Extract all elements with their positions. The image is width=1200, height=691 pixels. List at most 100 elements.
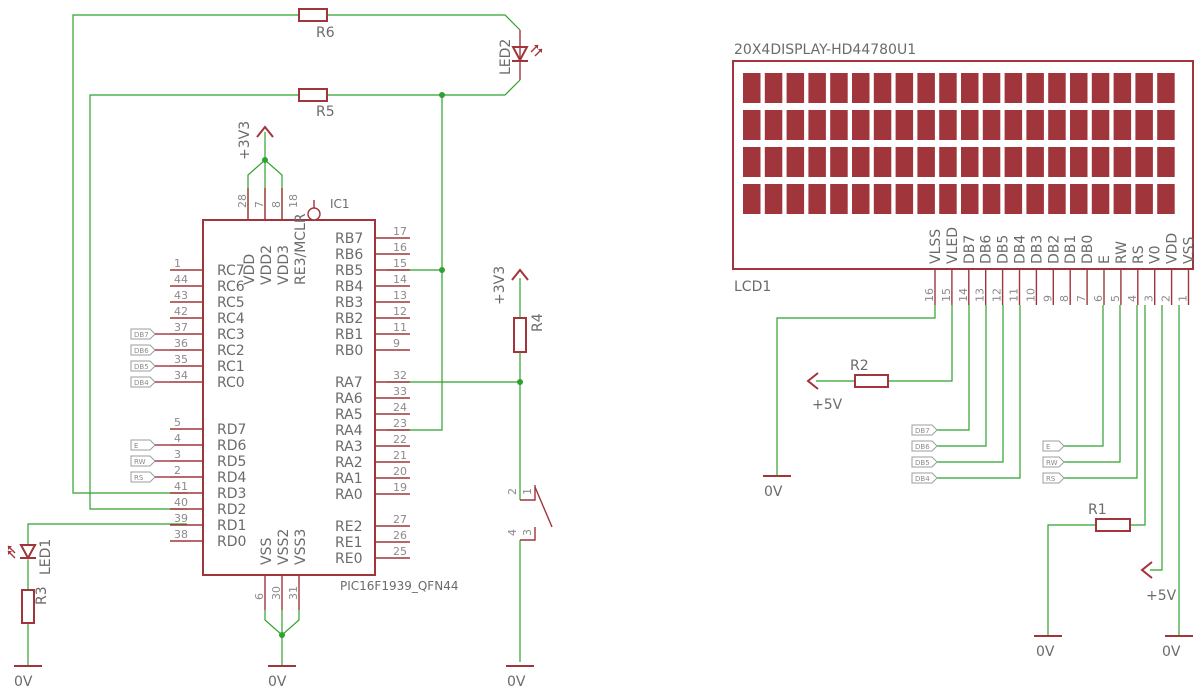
net-label-text: RW — [134, 458, 146, 466]
lcd-wires — [776, 305, 1180, 636]
pin-label: RD4 — [217, 470, 247, 486]
resistor-r1[interactable]: R1 — [1088, 502, 1131, 532]
lcd-cell — [961, 73, 979, 103]
lcd-cell — [1070, 110, 1088, 140]
resistor-r2[interactable]: R2 — [850, 358, 889, 388]
lcd-cell — [1048, 147, 1066, 177]
pin-label: RA2 — [335, 455, 363, 471]
pin-number: 13 — [974, 288, 987, 302]
pin-label: RB3 — [335, 295, 363, 311]
pin-label: RA6 — [335, 391, 363, 407]
lcd-cell — [1135, 147, 1153, 177]
resistor-r5[interactable]: R5 — [298, 88, 335, 120]
pin-label: RD1 — [217, 518, 246, 534]
resistor-r4[interactable]: +3V3 R4 — [492, 266, 546, 353]
pin-number: 15 — [940, 288, 953, 302]
pin-label: VSS2 — [276, 529, 292, 565]
pin-label: DB2 — [1046, 235, 1062, 264]
pin-label: RA3 — [335, 439, 363, 455]
lcd-cell — [1091, 73, 1110, 103]
lcd-cell — [1113, 73, 1132, 103]
lcd-display[interactable] — [732, 60, 1194, 270]
net-label-rw: RW — [1042, 456, 1065, 468]
pin-number: 1 — [174, 257, 181, 270]
lcd-cell — [808, 147, 826, 177]
mcu-pin-rb6: 16 RB6 — [335, 241, 410, 263]
pin-number: 16 — [393, 241, 407, 254]
net-label-db6: DB6 — [911, 440, 938, 452]
r5-label: R5 — [316, 104, 335, 120]
pin-label: RA5 — [335, 407, 363, 423]
lcd-cell — [1135, 110, 1153, 140]
lcd-cell — [1113, 110, 1132, 140]
pin-number: 36 — [174, 337, 188, 350]
pin-label: RE1 — [335, 535, 362, 551]
lcd-pin-rs: RS4 — [1126, 245, 1147, 305]
pin-label: DB3 — [1029, 235, 1045, 264]
pin-number: 38 — [174, 528, 188, 541]
ground-mcu: 0V — [268, 665, 296, 690]
lcd-cell — [917, 147, 935, 177]
lcd-cell — [764, 73, 783, 103]
lcd-cell — [743, 73, 761, 103]
resistor-r6[interactable]: R6 — [298, 8, 335, 41]
mcu-pin-rd4: 2 RD4 — [170, 464, 247, 486]
pin-number: 3 — [1143, 295, 1156, 302]
net-label-e: E — [1042, 440, 1065, 452]
pin-number: 9 — [393, 337, 400, 350]
lcd-cell — [895, 184, 914, 214]
pin-label: E — [1097, 255, 1113, 264]
pin-label: RD2 — [217, 502, 246, 518]
led-led1[interactable]: LED1 — [7, 539, 54, 575]
pin-label: VDD — [242, 254, 258, 285]
pin-number: 9 — [1041, 295, 1054, 302]
lcd-pin-rw: RW5 — [1109, 241, 1130, 305]
net-label-text: DB6 — [134, 347, 149, 355]
pin-number: 22 — [393, 433, 407, 446]
pin-label: RD6 — [217, 438, 247, 454]
ground-label: 0V — [268, 674, 287, 690]
led-led2[interactable]: LED2 — [498, 30, 543, 80]
lcd-cell — [939, 110, 957, 140]
pin-number: 37 — [174, 321, 188, 334]
net-label-db6: DB6 — [130, 344, 170, 356]
switch-pin-2: 2 — [506, 488, 519, 495]
lcd-cell — [786, 110, 805, 140]
net-label-db5: DB5 — [911, 456, 938, 468]
lcd-cell — [1048, 110, 1066, 140]
pin-label: RE2 — [335, 519, 362, 535]
pin-label: RC5 — [217, 295, 245, 311]
pin-label: VDD — [1165, 233, 1181, 264]
pin-label: RB6 — [335, 247, 363, 263]
lcd-pin-vdd: VDD2 — [1160, 233, 1181, 305]
pin-number: 2 — [174, 464, 181, 477]
lcd-cell — [808, 184, 826, 214]
lcd-cell — [1113, 147, 1132, 177]
pin-number: 8 — [1058, 295, 1071, 302]
pin-number: 25 — [393, 545, 407, 558]
pin-label: DB1 — [1063, 235, 1079, 264]
lcd-cell — [852, 73, 870, 103]
pin-label: VSS — [1182, 237, 1198, 264]
mcu-pin-ra6: 33 RA6 — [335, 385, 410, 407]
lcd-cell — [1070, 147, 1088, 177]
switch-button[interactable]: 2 1 4 3 — [506, 485, 553, 541]
pin-number: 33 — [393, 385, 407, 398]
resistor-r3[interactable]: R3 — [21, 586, 50, 624]
pin-number: 12 — [991, 288, 1004, 302]
